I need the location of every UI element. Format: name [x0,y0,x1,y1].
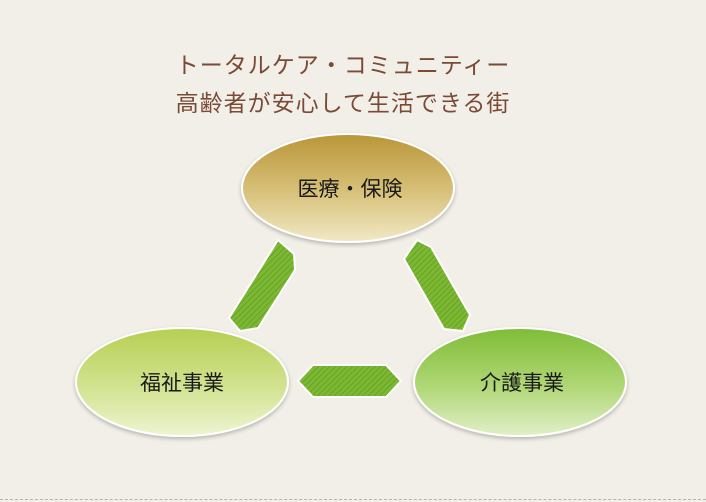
title-line-1: トータルケア・コミュニティー [175,53,511,79]
node-welfare-business-label: 福祉事業 [140,371,224,395]
connector-right-diagonal [402,238,472,333]
connector-left-diagonal [227,238,297,333]
connector-bottom [296,364,403,398]
node-medical-insurance-label: 医療・保険 [298,177,403,201]
bottom-divider [0,499,706,500]
node-care-business: 介護事業 [413,327,627,437]
node-medical-insurance: 医療・保険 [241,133,455,243]
node-welfare-business: 福祉事業 [75,327,289,437]
node-care-business-label: 介護事業 [480,371,564,395]
title-line-2: 高齢者が安心して生活できる街 [175,91,511,117]
